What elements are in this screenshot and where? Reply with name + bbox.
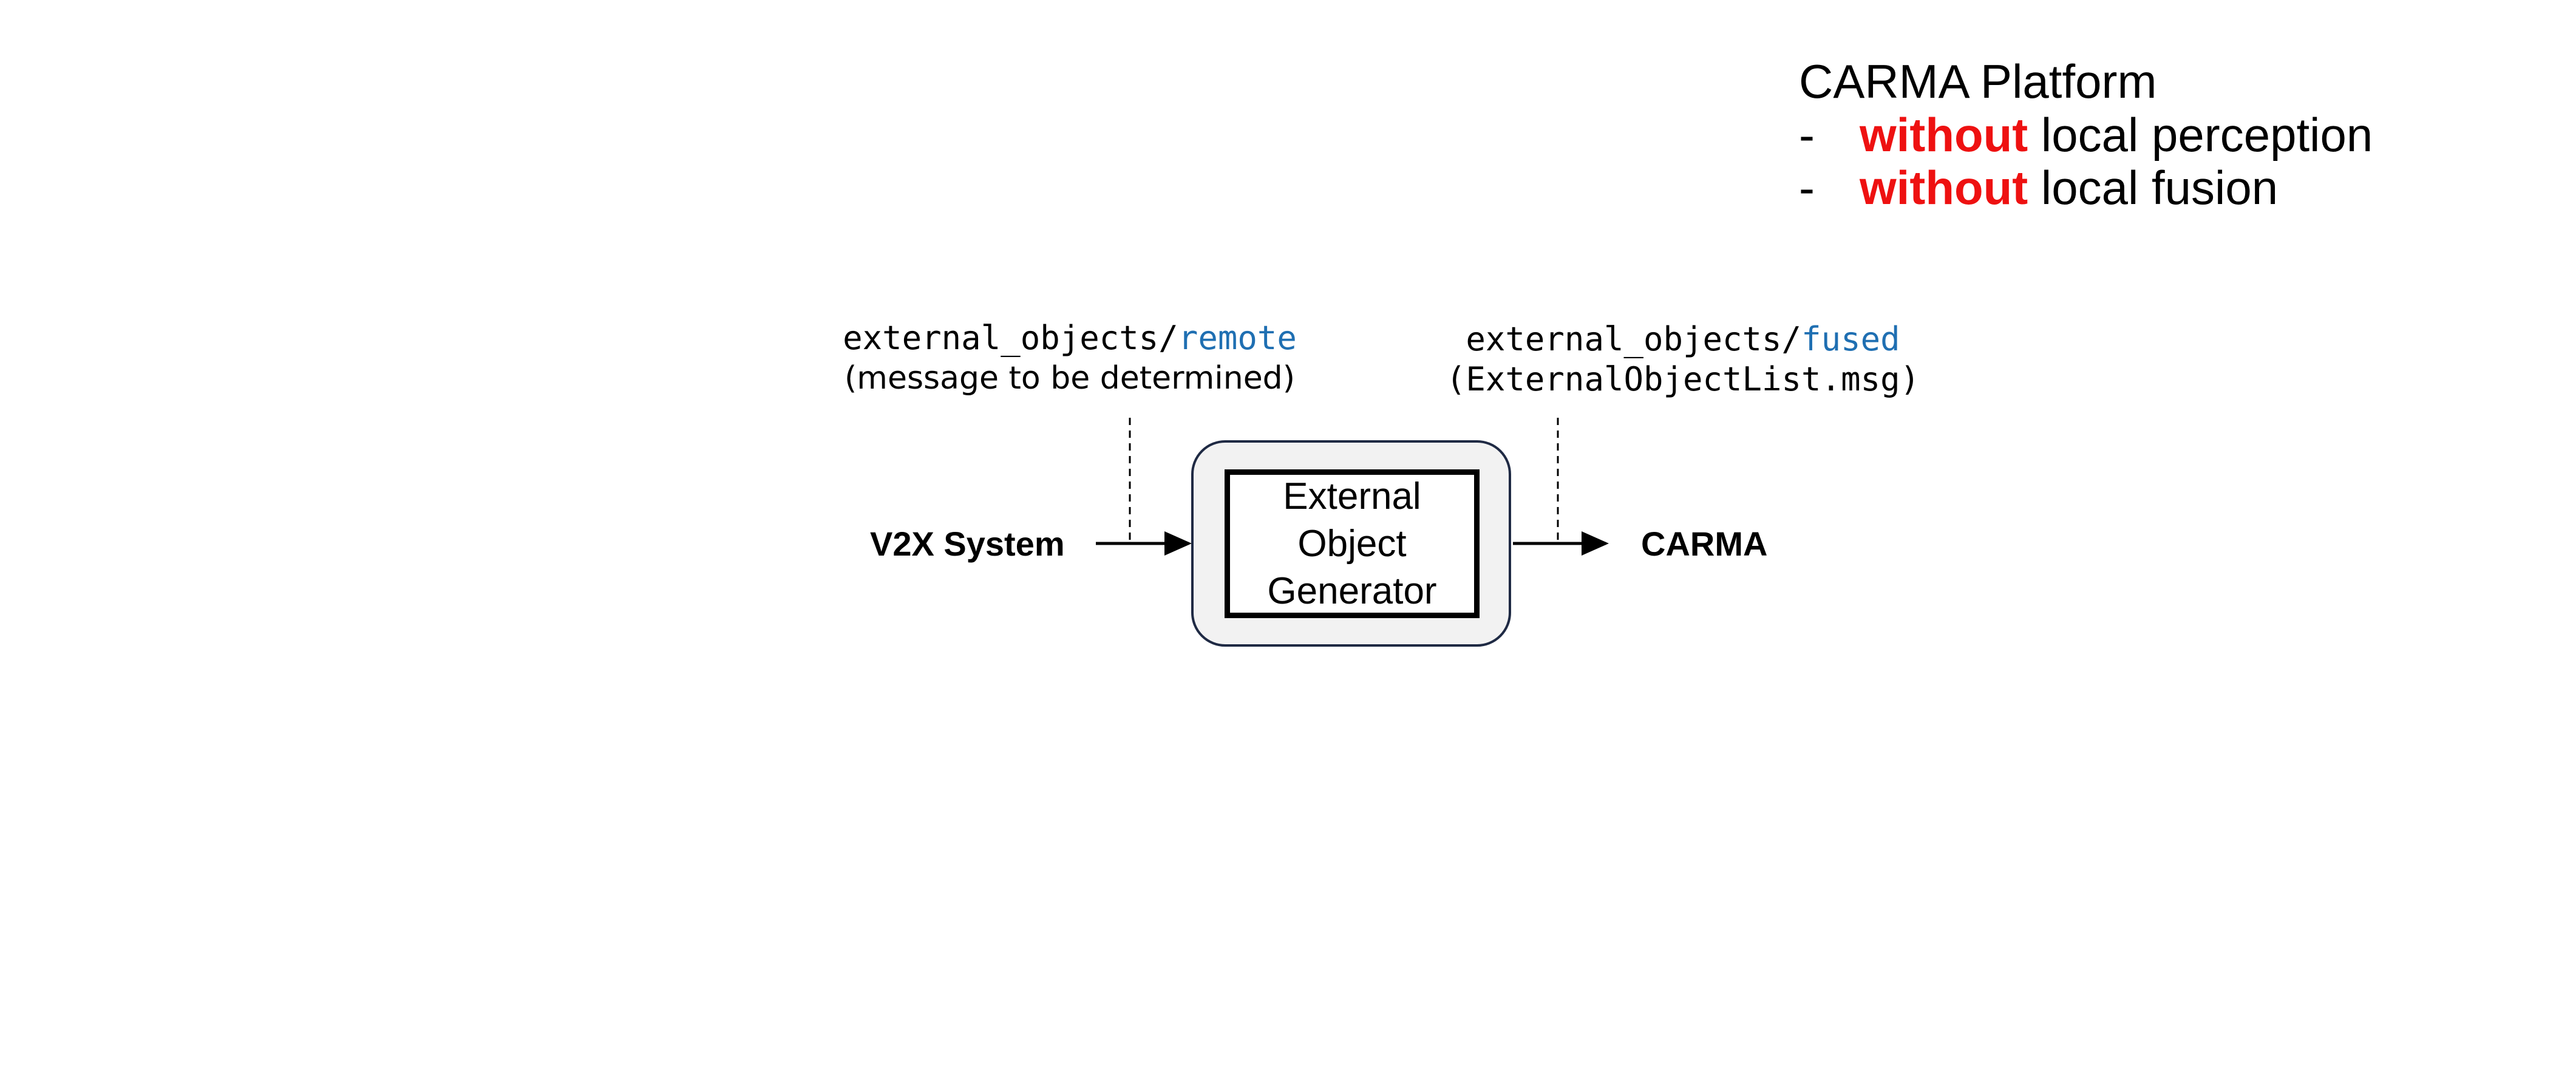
bullet-dash: -: [1799, 161, 1815, 214]
input-topic-message: (message to be determined): [845, 360, 1295, 397]
platform-bullet-fusion: -without local fusion: [1799, 164, 2278, 211]
bullet-text: local fusion: [2028, 161, 2279, 214]
topic-prefix: external_objects/: [1466, 320, 1802, 358]
topic-suffix: fused: [1801, 320, 1900, 358]
negation-word: without: [1860, 108, 2028, 162]
node-label: External Object Generator: [1267, 475, 1437, 612]
source-v2x-system: V2X System: [870, 525, 1065, 563]
external-object-generator-node: External Object Generator: [1225, 469, 1480, 618]
bullet-dash: -: [1799, 108, 1815, 162]
output-topic-message: (ExternalObjectList.msg): [1446, 360, 1920, 398]
output-topic-name: external_objects/fused: [1466, 323, 1900, 356]
sink-carma: CARMA: [1641, 525, 1768, 563]
input-topic-name: external_objects/remote: [843, 322, 1297, 355]
platform-title: CARMA Platform: [1799, 55, 2157, 108]
bullet-text: local perception: [2028, 108, 2373, 162]
topic-suffix: remote: [1178, 319, 1297, 357]
platform-bullet-perception: -without local perception: [1799, 111, 2373, 158]
negation-word: without: [1860, 161, 2028, 214]
topic-prefix: external_objects/: [843, 319, 1178, 357]
